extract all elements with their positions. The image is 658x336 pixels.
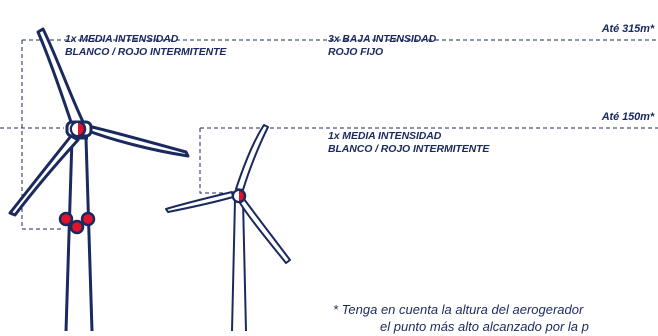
short-turbine xyxy=(165,124,291,332)
footnote-line-1: * Tenga en cuenta la altura del aerogera… xyxy=(333,302,584,317)
tall-turbine-low-light xyxy=(69,219,85,235)
label-line: BLANCO / ROJO INTERMITENTE xyxy=(328,143,490,155)
label-line: ROJO FIJO xyxy=(328,46,384,58)
label-line: 1x MEDIA INTENSIDAD xyxy=(328,130,442,142)
tall-turbine-low-light-label: 3x BAJA INTENSIDAD ROJO FIJO xyxy=(328,33,436,59)
short-turbine-hub-highlight xyxy=(234,191,239,201)
short-turbine-blade-up xyxy=(235,124,269,191)
height-label-150m: Até 150m* xyxy=(601,111,654,123)
label-line: BLANCO / ROJO INTERMITENTE xyxy=(65,46,227,58)
tall-turbine-low-light xyxy=(80,211,96,227)
tall-turbine-hub-highlight xyxy=(72,123,78,135)
tall-turbine xyxy=(8,27,190,332)
tall-turbine-low-light xyxy=(58,211,74,227)
short-turbine-tower xyxy=(231,199,247,332)
short-turbine-blade-right xyxy=(239,198,291,264)
short-turbine-medium-light-label: 1x MEDIA INTENSIDAD BLANCO / ROJO INTERM… xyxy=(328,130,489,156)
tall-turbine-tower xyxy=(64,136,94,332)
tall-turbine-blade-right xyxy=(84,124,190,158)
label-line: 3x BAJA INTENSIDAD xyxy=(328,33,437,45)
height-label-315m: Até 315m* xyxy=(601,23,654,35)
tall-turbine-blade-up xyxy=(36,27,86,127)
tall-turbine-blade-left xyxy=(8,134,80,217)
label-line: 1x MEDIA INTENSIDAD xyxy=(65,33,179,45)
tall-turbine-medium-light-label: 1x MEDIA INTENSIDAD BLANCO / ROJO INTERM… xyxy=(65,33,226,59)
height-bracket-short xyxy=(199,128,228,194)
height-bracket-tall xyxy=(21,40,64,230)
short-turbine-blade-left xyxy=(165,191,234,213)
footnote-line-2: el punto más alto alcanzado por la p xyxy=(380,319,589,334)
